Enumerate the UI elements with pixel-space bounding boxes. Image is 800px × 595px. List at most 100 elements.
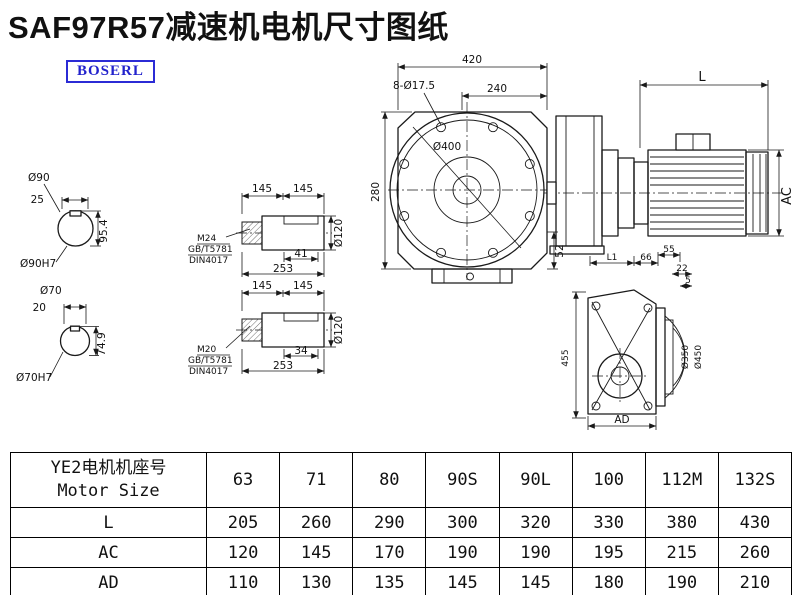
size-cell: 71 bbox=[279, 452, 354, 508]
thread-label-m20: M20 bbox=[197, 345, 216, 355]
value-cell: 170 bbox=[352, 537, 427, 568]
dim-L: L bbox=[698, 70, 706, 85]
std-din4017-top: DIN4017 bbox=[189, 256, 228, 266]
brand-logo: BOSERL bbox=[66, 60, 155, 83]
page-title: SAF97R57减速机电机尺寸图纸 bbox=[8, 10, 449, 45]
dim-145c: 145 bbox=[252, 280, 272, 292]
value-cell: 135 bbox=[352, 567, 427, 595]
value-cell: 145 bbox=[425, 567, 500, 595]
thread-end-m24 bbox=[241, 221, 263, 245]
flange-circle-outer bbox=[389, 112, 545, 268]
flange-circle-inner bbox=[396, 119, 538, 261]
mounting-foot bbox=[431, 268, 513, 284]
dim-h954: 95.4 bbox=[98, 219, 110, 243]
value-cell: 260 bbox=[279, 507, 354, 538]
gearmotor-side-view: L AC L1 66 55 22 5 bbox=[544, 70, 795, 289]
shaft-body bbox=[261, 312, 325, 348]
shaft70-keyway bbox=[69, 325, 81, 332]
dimension-table-wrap: YE2电机机座号 Motor Size 63 71 80 90S 90L 100… bbox=[10, 452, 793, 595]
dim-bolt-holes: 8-Ø17.5 bbox=[393, 80, 435, 92]
output-flange-view: 455 Ø350 Ø450 AD bbox=[561, 289, 704, 430]
fan-cover bbox=[745, 151, 769, 235]
value-cell: 320 bbox=[498, 507, 573, 538]
value-cell: 190 bbox=[498, 537, 573, 568]
shaft-end-view-70: Ø70 20 74.9 Ø70H7 bbox=[16, 285, 108, 384]
std-gbt5781-top: GB/T5781 bbox=[188, 245, 233, 255]
thread-label-m24: M24 bbox=[197, 234, 216, 244]
value-cell: 260 bbox=[717, 537, 793, 568]
flange-ring-inner bbox=[664, 319, 674, 395]
size-cell: 112M bbox=[644, 452, 719, 508]
shaft90-keyway bbox=[69, 210, 82, 217]
size-cell: 90S bbox=[425, 452, 500, 508]
flange-ring-outer bbox=[655, 307, 666, 407]
drain-hole bbox=[466, 272, 474, 281]
dim-145a: 145 bbox=[252, 183, 272, 195]
size-cell: 63 bbox=[205, 452, 281, 508]
shaft-circle bbox=[452, 175, 482, 205]
dim-145d: 145 bbox=[293, 280, 313, 292]
shaft-side-view-top: 145 145 Ø120 M24 GB/T5781 DIN4017 41 253 bbox=[188, 183, 345, 277]
size-cell: 132S bbox=[717, 452, 793, 508]
table-row-AD: AD 110 130 135 145 145 180 190 210 bbox=[10, 567, 793, 595]
value-cell: 120 bbox=[205, 537, 281, 568]
dim-55: 55 bbox=[663, 245, 674, 255]
dim-dia400: Ø400 bbox=[433, 141, 461, 153]
std-gbt5781-bot: GB/T5781 bbox=[188, 356, 233, 366]
value-cell: 110 bbox=[205, 567, 281, 595]
dim-34: 34 bbox=[294, 345, 308, 357]
dim-AD: AD bbox=[614, 414, 629, 426]
value-cell: 290 bbox=[352, 507, 427, 538]
value-cell: 180 bbox=[571, 567, 646, 595]
dim-240: 240 bbox=[487, 83, 507, 95]
dim-bore90: Ø90H7 bbox=[20, 258, 56, 270]
dim-dia450: Ø450 bbox=[693, 345, 704, 370]
dim-dia70: Ø70 bbox=[40, 285, 62, 297]
table-row-L: L 205 260 290 300 320 330 380 430 bbox=[10, 507, 793, 538]
value-cell: 430 bbox=[717, 507, 793, 538]
thread-end-m20 bbox=[241, 318, 263, 342]
value-cell: 145 bbox=[498, 567, 573, 595]
value-cell: 215 bbox=[644, 537, 719, 568]
hub-circle bbox=[433, 156, 501, 224]
gearbox-side-body bbox=[555, 115, 603, 247]
bolt-holes bbox=[399, 122, 535, 258]
table-header-row: YE2电机机座号 Motor Size 63 71 80 90S 90L 100… bbox=[10, 452, 793, 508]
dim-253-top: 253 bbox=[273, 263, 293, 275]
header-en: Motor Size bbox=[57, 481, 160, 501]
value-cell: 195 bbox=[571, 537, 646, 568]
dim-420: 420 bbox=[462, 54, 482, 66]
table-header-cell: YE2电机机座号 Motor Size bbox=[10, 452, 207, 508]
dim-455: 455 bbox=[561, 349, 571, 366]
dim-280: 280 bbox=[370, 182, 382, 202]
gearbox-front-view: 420 240 8-Ø17.5 Ø4 bbox=[370, 54, 566, 284]
dim-253-bot: 253 bbox=[273, 360, 293, 372]
shaft-side-view-bottom: 145 145 Ø120 M20 GB/T5781 DIN4017 34 253 bbox=[188, 280, 345, 377]
size-cell: 100 bbox=[571, 452, 646, 508]
row-label: AC bbox=[10, 537, 207, 568]
gearbox-foot bbox=[549, 245, 605, 255]
dim-dia350: Ø350 bbox=[680, 345, 691, 370]
value-cell: 210 bbox=[717, 567, 793, 595]
value-cell: 300 bbox=[425, 507, 500, 538]
row-label: AD bbox=[10, 567, 207, 595]
size-cell: 80 bbox=[352, 452, 427, 508]
shaft-end-view-90: Ø90 25 95.4 Ø90H7 bbox=[20, 172, 110, 270]
dim-66: 66 bbox=[640, 253, 652, 263]
housing-outline bbox=[397, 111, 548, 270]
dim-dia120-bot: Ø120 bbox=[333, 316, 345, 344]
dim-L1: L1 bbox=[607, 253, 618, 263]
row-label: L bbox=[10, 507, 207, 538]
size-cell: 90L bbox=[498, 452, 573, 508]
value-cell: 190 bbox=[644, 567, 719, 595]
value-cell: 330 bbox=[571, 507, 646, 538]
flange-housing bbox=[587, 289, 657, 415]
dim-key20: 20 bbox=[33, 302, 46, 314]
header-cn: YE2电机机座号 bbox=[50, 458, 167, 479]
dim-5: 5 bbox=[685, 276, 691, 286]
dim-dia90: Ø90 bbox=[28, 172, 50, 184]
keyway-slot bbox=[283, 215, 319, 225]
std-din4017-bot: DIN4017 bbox=[189, 367, 228, 377]
dim-bore70: Ø70H7 bbox=[16, 372, 52, 384]
dim-h749: 74.9 bbox=[96, 332, 108, 355]
